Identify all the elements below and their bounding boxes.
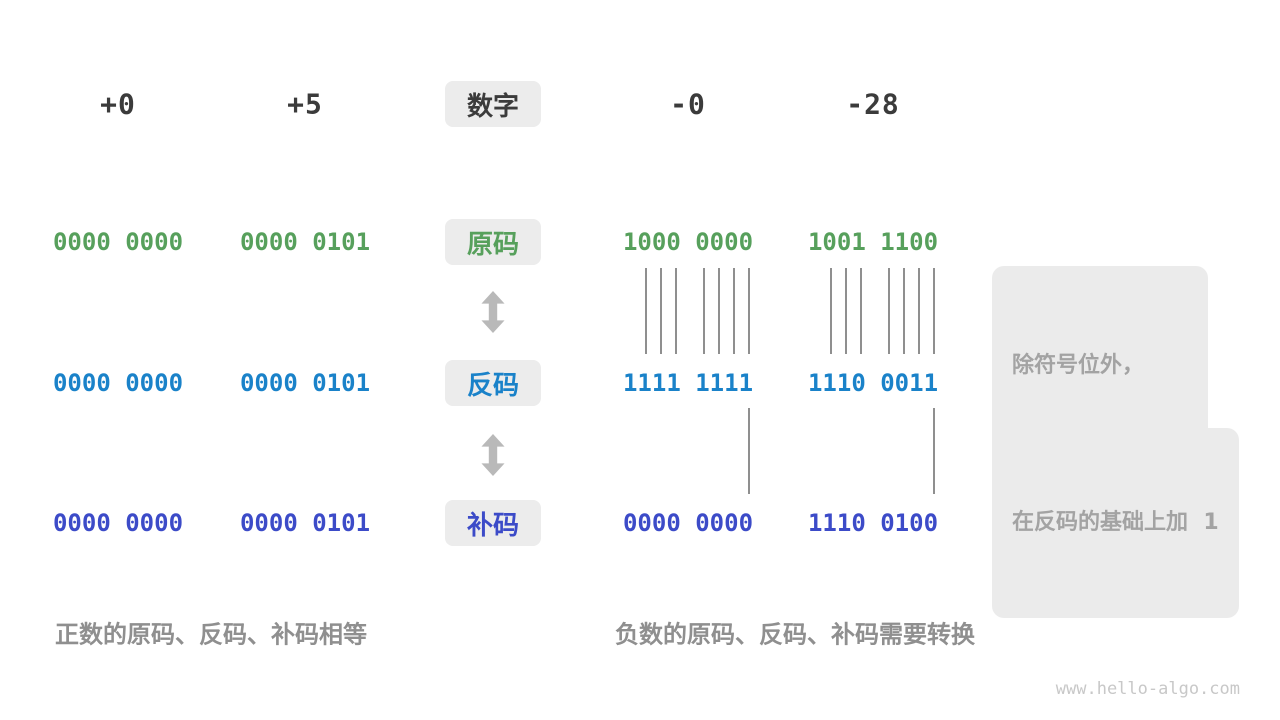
- ones-complement-minus-twenty-eight: 1110 0011: [807, 369, 939, 397]
- ones-complement-plus-zero: 0000 0000: [52, 369, 184, 397]
- row-label-twos-complement-text: 补码: [466, 510, 519, 541]
- number-plus-zero: +0: [100, 87, 136, 121]
- number-minus-twenty-eight: -28: [846, 87, 900, 121]
- bit-flip-line: [660, 268, 662, 354]
- bit-flip-line: [888, 268, 890, 354]
- bit-flip-line: [903, 268, 905, 354]
- bit-flip-line: [675, 268, 677, 354]
- add-one-note-text: 在反码的基础上加 1: [1012, 510, 1219, 535]
- flip-bits-note-line1: 除符号位外，: [1012, 353, 1145, 378]
- bit-flip-line: [845, 268, 847, 354]
- bit-flip-line: [718, 268, 720, 354]
- number-plus-five: +5: [287, 87, 323, 121]
- sign-magnitude-plus-five: 0000 0101: [239, 228, 371, 256]
- bit-flip-line: [933, 268, 935, 354]
- watermark-url: www.hello-algo.com: [1055, 679, 1240, 699]
- caption-positive-numbers: 正数的原码、反码、补码相等: [55, 620, 367, 649]
- row-label-number: 数字: [445, 81, 541, 127]
- sign-magnitude-minus-twenty-eight: 1001 1100: [807, 228, 939, 256]
- sign-magnitude-plus-zero: 0000 0000: [52, 228, 184, 256]
- sign-magnitude-minus-zero: 1000 0000: [622, 228, 754, 256]
- row-label-number-text: 数字: [466, 91, 519, 122]
- add-one-line: [748, 408, 750, 494]
- row-label-ones-complement-text: 反码: [466, 370, 519, 401]
- twos-complement-plus-zero: 0000 0000: [52, 509, 184, 537]
- caption-negative-numbers: 负数的原码、反码、补码需要转换: [615, 620, 975, 649]
- twos-complement-plus-five: 0000 0101: [239, 509, 371, 537]
- bit-flip-line: [748, 268, 750, 354]
- bit-flip-line: [645, 268, 647, 354]
- bit-flip-line: [733, 268, 735, 354]
- row-label-sign-magnitude-text: 原码: [466, 229, 519, 260]
- ones-complement-plus-five: 0000 0101: [239, 369, 371, 397]
- twos-complement-minus-zero: 0000 0000: [622, 509, 754, 537]
- bit-flip-line: [703, 268, 705, 354]
- row-label-ones-complement: 反码: [445, 360, 541, 406]
- bit-flip-line: [830, 268, 832, 354]
- bit-flip-line: [860, 268, 862, 354]
- swap-arrow-icon: [481, 434, 505, 476]
- row-label-sign-magnitude: 原码: [445, 219, 541, 265]
- row-label-twos-complement: 补码: [445, 500, 541, 546]
- ones-complement-minus-zero: 1111 1111: [622, 369, 754, 397]
- bit-flip-line: [918, 268, 920, 354]
- add-one-line: [933, 408, 935, 494]
- add-one-note: 在反码的基础上加 1: [992, 428, 1239, 618]
- twos-complement-minus-twenty-eight: 1110 0100: [807, 509, 939, 537]
- number-minus-zero: -0: [670, 87, 706, 121]
- swap-arrow-icon: [481, 291, 505, 333]
